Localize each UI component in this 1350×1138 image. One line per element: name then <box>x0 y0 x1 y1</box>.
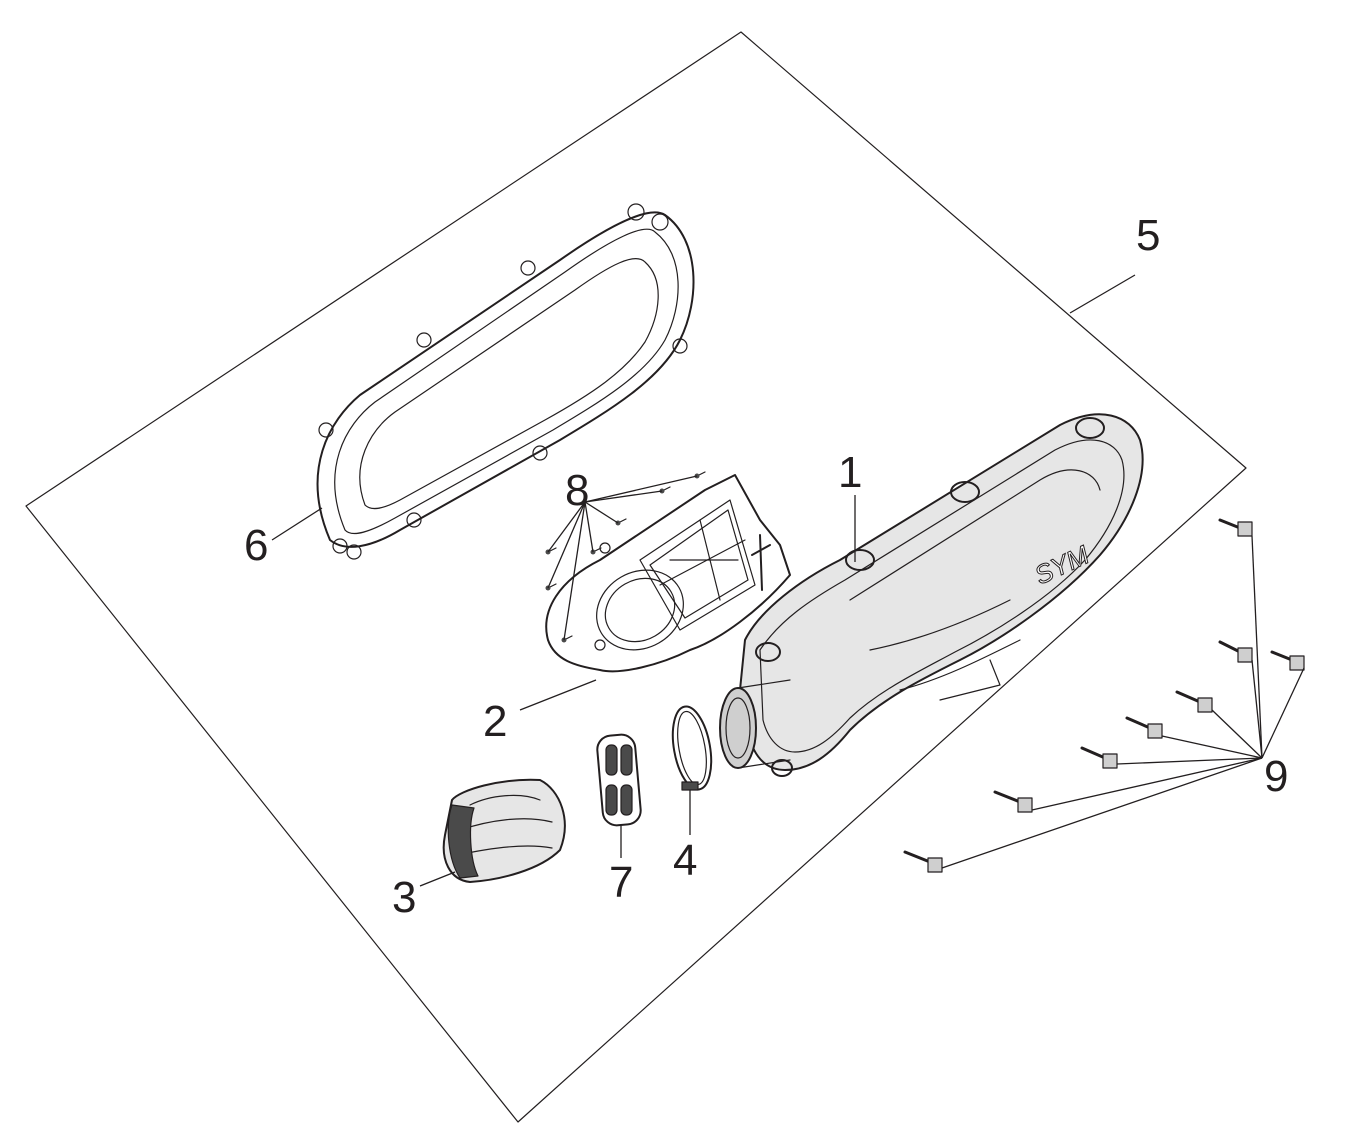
gasket <box>316 203 695 560</box>
callout-5: 5 <box>1136 211 1160 260</box>
filter-element <box>596 733 642 827</box>
callout-2: 2 <box>483 697 507 746</box>
filter-plate <box>545 474 791 673</box>
intake-duct <box>442 778 566 883</box>
callout-6: 6 <box>244 521 268 570</box>
callout-4: 4 <box>673 836 697 885</box>
callout-8: 8 <box>565 466 589 515</box>
hose-clamp <box>671 705 713 791</box>
callouts: 1 2 3 4 5 6 7 8 9 <box>244 211 1288 922</box>
assembly-boundary <box>25 31 1247 1123</box>
cover-bolts <box>903 518 1305 873</box>
callout-1: 1 <box>838 448 862 497</box>
callout-9: 9 <box>1264 752 1288 801</box>
leader-lines <box>271 274 1305 887</box>
callout-3: 3 <box>392 873 416 922</box>
callout-7: 7 <box>609 858 633 907</box>
crankcase-left-cover: SYM <box>719 413 1144 777</box>
